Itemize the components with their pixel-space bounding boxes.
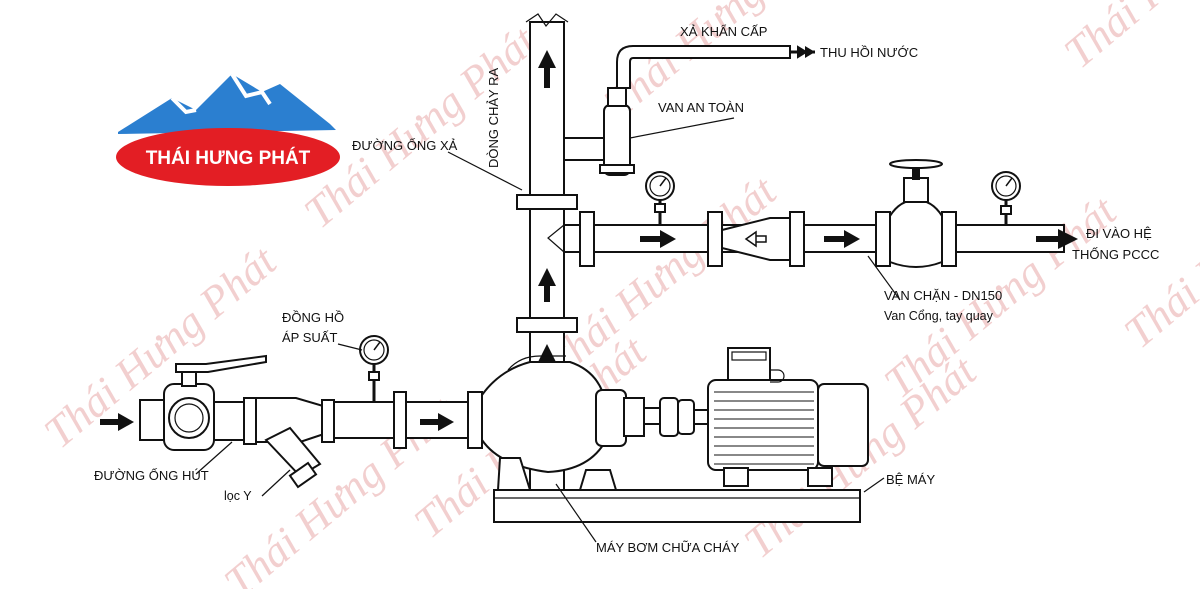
motor-terminal-box	[727, 347, 771, 381]
mountain-snow-icon	[170, 72, 272, 115]
flow-arrow-right-icon	[100, 413, 134, 431]
riser-flange	[516, 317, 578, 333]
flow-arrow-right-icon	[1036, 229, 1078, 249]
leader-lines	[195, 117, 901, 543]
riser-flange	[516, 194, 578, 210]
check-valve-arrow-icon	[744, 230, 767, 248]
suction-line	[100, 335, 483, 489]
flow-arrow-up-icon	[538, 268, 556, 286]
pressure-gauge-label-line2: ÁP SUẤT	[282, 330, 337, 345]
gate-valve-body	[889, 198, 943, 268]
flow-arrow-right-icon	[640, 230, 676, 248]
watermark-text: Thái Hưng Phát	[295, 15, 547, 237]
safety-valve-label: VAN AN TOÀN	[658, 100, 744, 115]
gate-valve-label-line1: VAN CHẶN - DN150	[884, 288, 1002, 303]
flow-arrow-up-icon	[538, 50, 556, 68]
motor-fins	[714, 391, 814, 465]
discharge-header	[563, 159, 1078, 268]
gate-valve-handwheel-icon	[889, 159, 943, 169]
watermark-text: Thái Hưng Phát	[1055, 0, 1200, 78]
to-system-label-line1: ĐI VÀO HỆ	[1086, 226, 1152, 241]
safety-valve-branch	[563, 45, 815, 176]
butterfly-valve	[163, 354, 267, 451]
to-system-label-line2: THỐNG PCCC	[1072, 247, 1159, 262]
pressure-gauge-icon	[645, 171, 675, 225]
emergency-drain-label: XẢ KHẨN CẤP	[680, 24, 767, 39]
pressure-gauge-label-line1: ĐỒNG HỒ	[282, 310, 344, 325]
pressure-gauge-icon	[991, 171, 1021, 225]
emergency-drain-pipe	[616, 45, 791, 89]
valve-lever-icon	[175, 354, 267, 373]
flow-arrow-up-icon	[538, 344, 556, 362]
logo-ellipse	[116, 128, 340, 186]
pump-casing	[481, 361, 607, 474]
flow-arrow-right-icon	[824, 230, 860, 248]
pressure-gauge-icon	[359, 335, 389, 402]
electric-motor	[707, 347, 869, 487]
gate-valve-label-line2: Van Cổng, tay quay	[884, 309, 994, 323]
machine-base-label: BỆ MÁY	[886, 472, 935, 487]
machine-base	[493, 489, 861, 523]
logo-brand-text: THÁI HƯNG PHÁT	[146, 147, 311, 169]
diagram-labels: DÒNG CHẢY RA ĐƯỜNG ỐNG XẢ XẢ KHẨN CẤP TH…	[94, 24, 1159, 555]
mountain-icon	[118, 74, 336, 134]
fire-pump	[481, 355, 711, 491]
flow-arrow-right-icon	[420, 413, 454, 431]
coupling	[659, 397, 679, 437]
fire-pump-label: MÁY BƠM CHỮA CHÁY	[596, 540, 740, 555]
suction-pipe-label: ĐƯỜNG ỐNG HÚT	[94, 468, 209, 483]
water-recovery-label: THU HỒI NƯỚC	[820, 45, 918, 60]
discharge-pipe-label: ĐƯỜNG ỐNG XẢ	[352, 138, 458, 153]
company-logo: THÁI HƯNG PHÁT	[116, 72, 340, 186]
y-strainer-label: lọc Y	[224, 489, 252, 503]
outlet-flow-label: DÒNG CHẢY RA	[486, 68, 501, 168]
